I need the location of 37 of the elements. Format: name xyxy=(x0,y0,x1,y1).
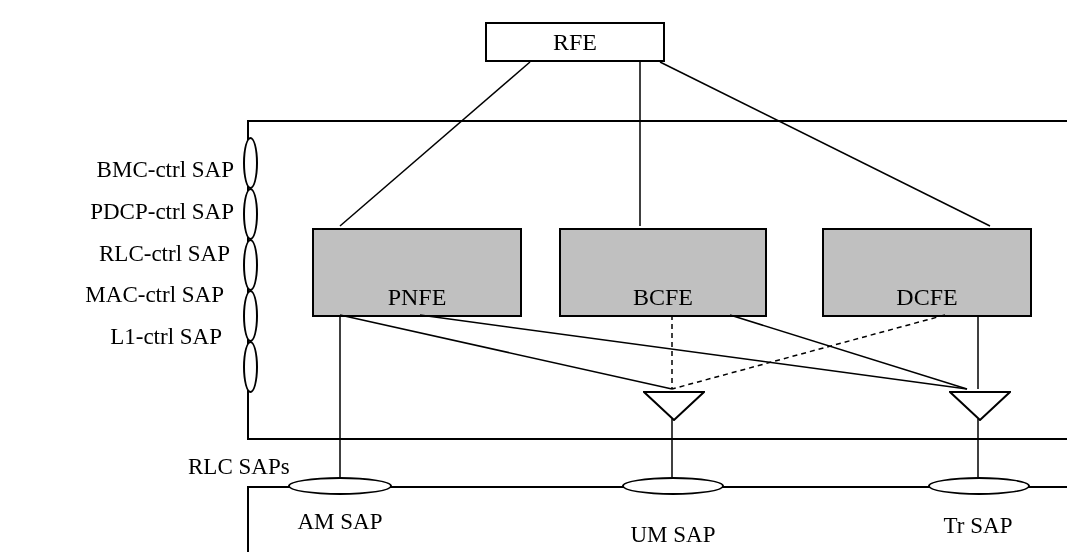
sap-ellipse xyxy=(243,137,258,189)
process-box xyxy=(312,228,522,317)
sap-label: MAC-ctrl SAP xyxy=(84,283,224,306)
connector-line xyxy=(339,314,673,390)
connector-line xyxy=(339,314,341,478)
sap-label: BMC-ctrl SAP xyxy=(95,158,234,181)
sap-label: RLC-ctrl SAP xyxy=(98,242,230,265)
triangle-symbol xyxy=(949,391,1011,421)
sap-label: AM SAP xyxy=(296,510,384,533)
sap-ellipse xyxy=(243,290,258,342)
process-box xyxy=(559,228,767,317)
node-label: DCFE xyxy=(896,285,958,309)
connector-line xyxy=(671,418,673,478)
sap-label: Tr SAP xyxy=(942,514,1014,537)
process-box xyxy=(822,228,1032,317)
connector-line xyxy=(977,418,979,478)
group-label: RLC SAPs xyxy=(188,455,291,478)
connector-line xyxy=(419,314,968,390)
sap-ellipse xyxy=(243,239,258,291)
node-label: BCFE xyxy=(633,285,693,309)
entity-frame xyxy=(247,120,1067,440)
sap-ellipse xyxy=(243,341,258,393)
sap-label: PDCP-ctrl SAP xyxy=(89,200,234,223)
dashed-connector xyxy=(671,314,946,390)
connector-line xyxy=(977,314,979,390)
triangle-symbol xyxy=(643,391,705,421)
node-label: RFE xyxy=(553,30,597,54)
connector-line xyxy=(339,61,531,227)
sap-ellipse xyxy=(243,188,258,240)
connector-line xyxy=(639,61,641,227)
dashed-connector xyxy=(671,314,673,390)
process-box xyxy=(485,22,665,62)
sap-label: UM SAP xyxy=(629,523,717,546)
sap-label: L1-ctrl SAP xyxy=(109,325,222,348)
node-label: PNFE xyxy=(387,285,447,309)
connector-line xyxy=(659,61,991,227)
connector-line xyxy=(729,314,968,390)
